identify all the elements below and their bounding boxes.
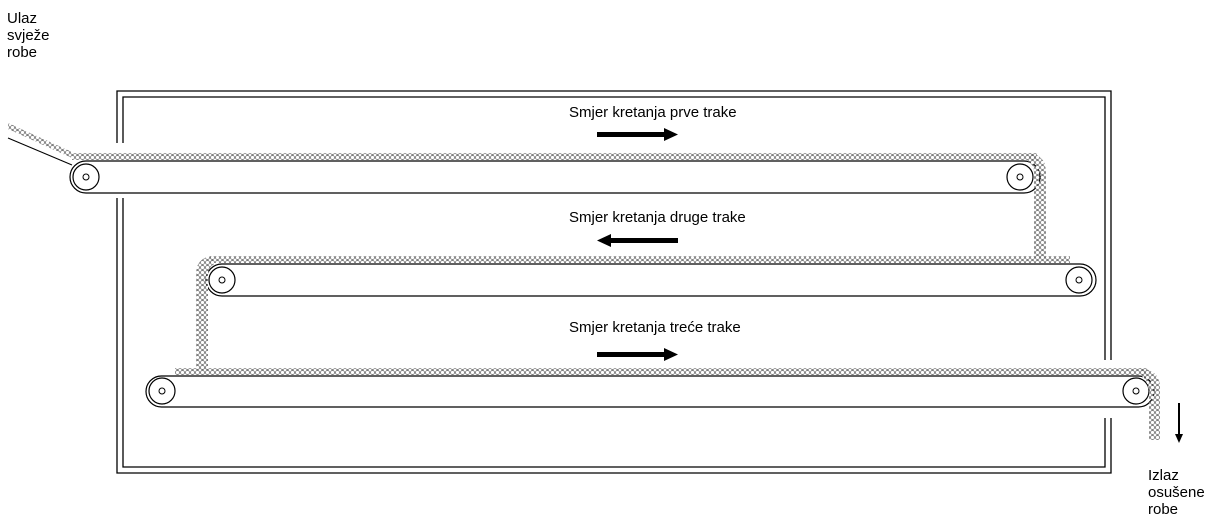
belt-3 xyxy=(145,368,1155,408)
arrow-right-icon xyxy=(597,128,678,141)
roller-icon xyxy=(1122,377,1150,405)
belt-3-product-layer xyxy=(175,368,1147,375)
belt-3-direction-label: Smjer kretanja treće trake xyxy=(569,319,741,336)
outlet-arrow-icon xyxy=(1175,403,1183,443)
inlet-label-line: robe xyxy=(7,44,38,61)
arrow-left-icon xyxy=(597,234,678,247)
roller-icon xyxy=(208,266,236,294)
inlet-chute xyxy=(7,123,73,166)
outlet-label-line: osušene xyxy=(1148,484,1205,501)
belt-2-product-layer xyxy=(210,256,1070,263)
outlet-discharge xyxy=(1140,368,1160,440)
transfer-1-2 xyxy=(1028,153,1046,258)
roller-icon xyxy=(72,163,100,191)
arrow-right-icon xyxy=(597,348,678,361)
belt-1 xyxy=(69,153,1041,194)
outlet-label: Izlaz osušene robe xyxy=(1148,467,1205,518)
roller-icon xyxy=(1065,266,1093,294)
roller-icon xyxy=(148,377,176,405)
belt-2 xyxy=(205,256,1097,297)
belt-1-direction-label: Smjer kretanja prve trake xyxy=(569,104,737,121)
inlet-label-line: Ulaz xyxy=(7,10,38,27)
belt-1-band xyxy=(69,160,1041,194)
roller-icon xyxy=(1006,163,1034,191)
belt-1-product-layer xyxy=(72,153,1037,160)
outlet-label-line: Izlaz xyxy=(1148,467,1179,484)
inlet-label-line: svježe xyxy=(7,27,50,44)
dryer-housing xyxy=(116,90,1112,474)
belt-2-band xyxy=(205,263,1097,297)
belt-2-direction-label: Smjer kretanja druge trake xyxy=(569,209,746,226)
inlet-label: Ulaz svježe robe xyxy=(7,10,50,61)
transfer-2-3 xyxy=(196,256,214,370)
outlet-label-line: robe xyxy=(1148,501,1179,518)
belt-3-band xyxy=(145,375,1155,408)
